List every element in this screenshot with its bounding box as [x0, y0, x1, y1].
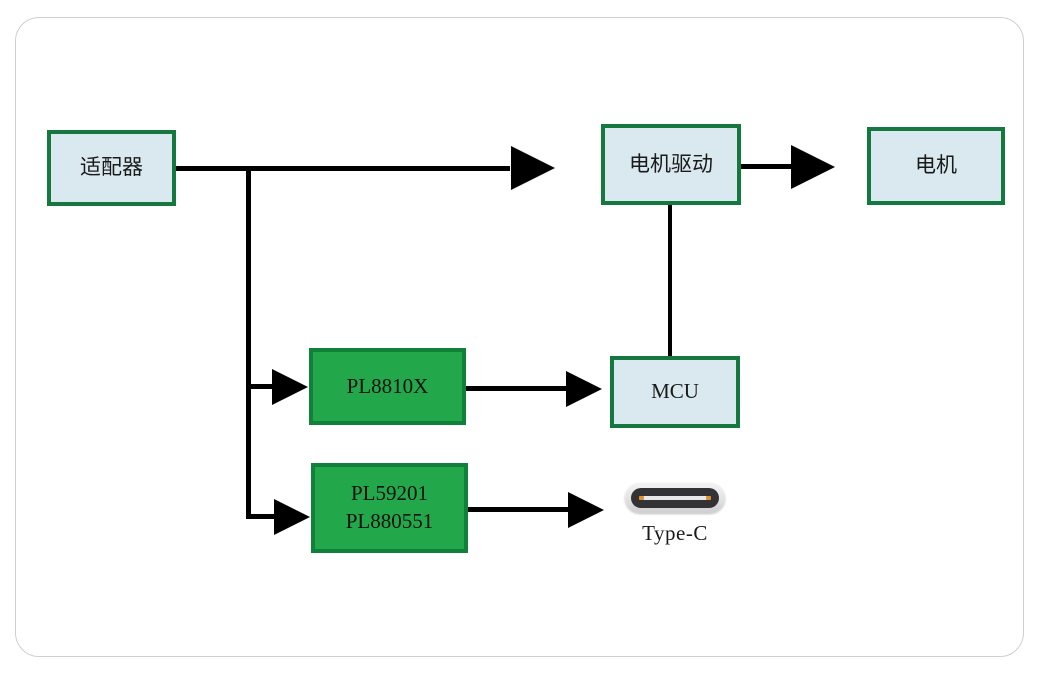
node-motor-label: 电机	[915, 153, 957, 178]
line-pl59201-to-typec	[468, 507, 568, 512]
arrowhead-to-motor-driver	[511, 146, 555, 190]
node-motor-driver[interactable]: 电机驱动	[601, 124, 741, 205]
typec-pin-left	[639, 496, 644, 500]
node-adapter-label: 适配器	[80, 155, 143, 180]
node-pl59201[interactable]: PL59201 PL880551	[311, 463, 468, 553]
arrowhead-to-typec	[568, 492, 604, 528]
typec-slot	[639, 496, 711, 500]
node-motor-driver-label: 电机驱动	[629, 151, 713, 176]
typec-inner-body	[631, 488, 719, 508]
line-adapter-to-motor-driver	[175, 166, 510, 171]
line-motor-driver-to-mcu	[668, 204, 672, 358]
node-mcu-label: MCU	[651, 379, 699, 404]
line-adapter-vertical-bus	[246, 166, 251, 519]
arrowhead-to-mcu	[566, 371, 602, 407]
typec-connector-icon	[625, 483, 725, 513]
node-typec-label: Type-C	[642, 521, 708, 545]
node-pl8810x[interactable]: PL8810X	[309, 348, 466, 425]
node-typec[interactable]: Type-C	[625, 483, 725, 546]
typec-pin-right	[706, 496, 711, 500]
arrowhead-to-pl8810x	[272, 369, 308, 405]
node-pl59201-label: PL59201 PL880551	[345, 481, 434, 533]
line-motor-driver-to-motor	[741, 164, 791, 169]
node-motor[interactable]: 电机	[867, 127, 1005, 205]
node-adapter[interactable]: 适配器	[47, 130, 176, 206]
node-pl8810x-label: PL8810X	[346, 373, 429, 398]
diagram-frame	[15, 17, 1024, 657]
line-pl8810x-to-mcu	[466, 386, 566, 391]
arrowhead-to-pl59201	[274, 499, 310, 535]
arrowhead-to-motor	[791, 145, 835, 189]
node-mcu[interactable]: MCU	[610, 356, 740, 428]
